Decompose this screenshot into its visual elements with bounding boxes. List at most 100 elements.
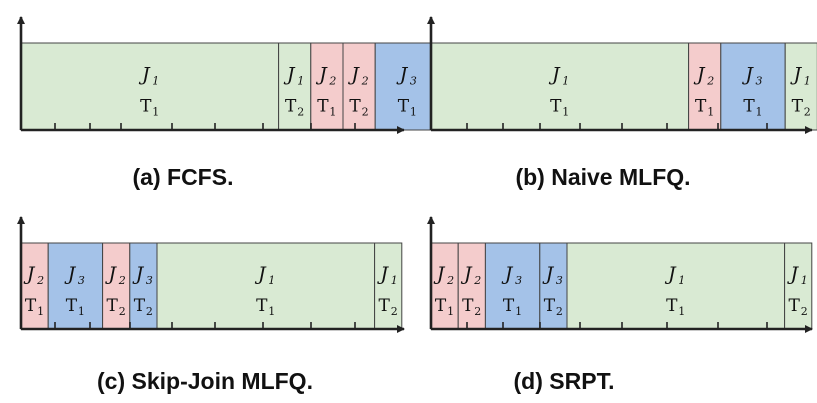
task-subscript: 2 bbox=[474, 305, 481, 318]
task-block-rect bbox=[484, 242, 541, 330]
job-label: J bbox=[254, 263, 267, 285]
task-label: T bbox=[285, 97, 297, 117]
task-block-rect bbox=[156, 242, 376, 330]
task-block-rect bbox=[720, 42, 786, 131]
task-subscript: 2 bbox=[119, 305, 126, 318]
job-subscript: 1 bbox=[391, 274, 398, 287]
task-label: T bbox=[379, 296, 391, 316]
job-subscript: 2 bbox=[361, 74, 369, 87]
task-block-rect bbox=[102, 242, 131, 330]
task-block-rect bbox=[342, 42, 376, 131]
job-label: J bbox=[501, 263, 514, 285]
task-block-rect bbox=[278, 42, 312, 131]
task-subscript: 1 bbox=[78, 305, 85, 318]
job-subscript: 2 bbox=[328, 74, 336, 87]
job-subscript: 1 bbox=[562, 74, 569, 87]
job-subscript: 2 bbox=[706, 74, 714, 87]
job-label: J bbox=[460, 263, 473, 285]
task-block-rect bbox=[430, 42, 690, 131]
job-label: J bbox=[23, 263, 36, 285]
task-label: T bbox=[435, 296, 447, 316]
task-block-rect bbox=[20, 242, 49, 330]
task-subscript: 1 bbox=[329, 106, 336, 119]
job-subscript: 1 bbox=[268, 274, 275, 287]
task-block-rect bbox=[784, 242, 813, 330]
job-label: J bbox=[283, 63, 296, 85]
task-label: T bbox=[792, 97, 804, 117]
job-subscript: 1 bbox=[804, 74, 811, 87]
job-label: J bbox=[693, 63, 706, 85]
task-block-rect bbox=[310, 42, 344, 131]
task-block-rect bbox=[374, 242, 403, 330]
job-label: J bbox=[433, 263, 446, 285]
job-label: J bbox=[664, 263, 677, 285]
task-label: T bbox=[66, 296, 78, 316]
task-label: T bbox=[544, 296, 556, 316]
job-label: J bbox=[132, 263, 145, 285]
panel-a: J1T1J1T2J2T1J2T2J3T1J3T2(a) FCFS. bbox=[17, 16, 473, 190]
task-label: T bbox=[695, 97, 707, 117]
task-label: T bbox=[140, 97, 152, 117]
job-label: J bbox=[542, 263, 555, 285]
job-label: J bbox=[786, 263, 799, 285]
task-subscript: 1 bbox=[562, 106, 569, 119]
job-label: J bbox=[347, 63, 360, 85]
task-block-rect bbox=[688, 42, 722, 131]
task-block-rect bbox=[457, 242, 486, 330]
job-subscript: 2 bbox=[446, 274, 454, 287]
task-label: T bbox=[666, 296, 678, 316]
task-subscript: 1 bbox=[707, 106, 714, 119]
task-subscript: 2 bbox=[391, 305, 398, 318]
task-subscript: 2 bbox=[297, 106, 304, 119]
task-label: T bbox=[349, 97, 361, 117]
job-subscript: 3 bbox=[756, 74, 763, 87]
job-label: J bbox=[104, 263, 117, 285]
job-subscript: 1 bbox=[297, 74, 304, 87]
task-label: T bbox=[503, 296, 515, 316]
job-label: J bbox=[789, 63, 802, 85]
task-label: T bbox=[107, 296, 119, 316]
job-subscript: 3 bbox=[556, 274, 563, 287]
job-subscript: 1 bbox=[678, 274, 685, 287]
task-block-rect bbox=[566, 242, 786, 330]
task-subscript: 1 bbox=[515, 305, 522, 318]
task-block-rect bbox=[539, 242, 568, 330]
job-label: J bbox=[64, 263, 77, 285]
job-subscript: 3 bbox=[410, 74, 417, 87]
task-label: T bbox=[462, 296, 474, 316]
task-subscript: 2 bbox=[801, 305, 808, 318]
job-label: J bbox=[548, 63, 561, 85]
job-subscript: 3 bbox=[146, 274, 153, 287]
job-subscript: 3 bbox=[515, 274, 522, 287]
panel-caption: (d) SRPT. bbox=[514, 368, 615, 394]
job-label: J bbox=[741, 63, 754, 85]
task-label: T bbox=[789, 296, 801, 316]
task-label: T bbox=[743, 97, 755, 117]
task-label: T bbox=[317, 97, 329, 117]
panel-caption: (a) FCFS. bbox=[133, 164, 234, 190]
task-block-rect bbox=[47, 242, 104, 330]
task-subscript: 1 bbox=[678, 305, 685, 318]
task-label: T bbox=[398, 97, 410, 117]
job-subscript: 3 bbox=[78, 274, 85, 287]
job-subscript: 2 bbox=[36, 274, 44, 287]
